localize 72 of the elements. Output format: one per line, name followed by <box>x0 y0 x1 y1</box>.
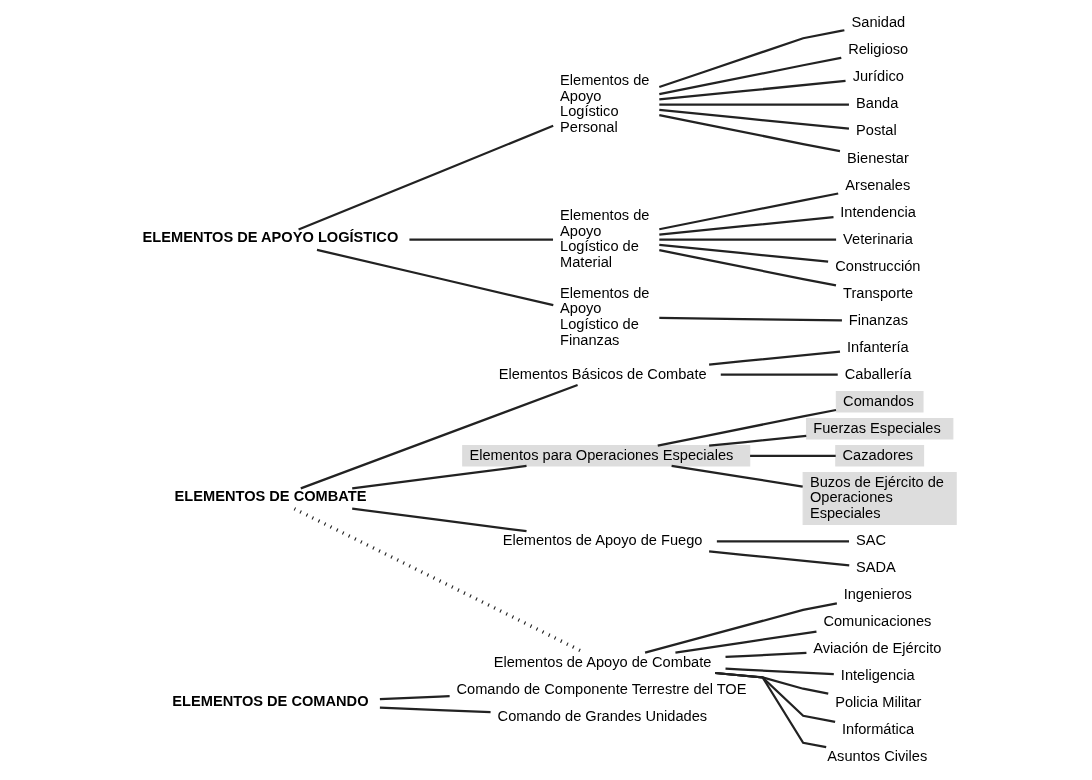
connector <box>659 316 842 321</box>
node-text: Postal <box>856 121 897 138</box>
node-text: Asuntos Civiles <box>827 747 928 764</box>
connector <box>659 103 849 106</box>
node-text: Ingenieros <box>843 585 912 602</box>
node-text: Intendencia <box>840 203 916 220</box>
connector <box>659 215 834 236</box>
node-text: ELEMENTOS DE APOYO LOGÍSTICO <box>142 228 399 245</box>
connector <box>659 243 829 263</box>
connector <box>725 651 807 658</box>
connector <box>316 248 554 306</box>
connector <box>379 706 491 713</box>
node-text: Inteligencia <box>840 666 915 683</box>
node-text: Arsenales <box>845 176 911 193</box>
connector <box>300 383 578 489</box>
node-text: Comunicaciones <box>823 612 932 629</box>
node-text: Elementos Básicos de Combate <box>498 365 707 382</box>
node-text: Elementos de Apoyo Logístico de Finanzas <box>560 284 650 348</box>
connector <box>658 28 845 88</box>
node-text: Informática <box>841 720 915 737</box>
connector <box>659 79 846 101</box>
node-text: Jurídico <box>852 67 904 84</box>
connector <box>659 248 837 287</box>
node-text: Sanidad <box>851 13 906 30</box>
node-text: SADA <box>856 558 896 575</box>
node-text: Comando de Grandes Unidades <box>497 707 708 724</box>
connector <box>720 373 838 376</box>
connector <box>659 113 841 152</box>
node-text: Elementos de Apoyo Logístico Personal <box>560 71 650 135</box>
connector <box>409 238 554 241</box>
node-text: Aviación de Ejército <box>813 639 942 656</box>
node-text: Elementos de Apoyo de Combate <box>493 653 712 670</box>
connector <box>659 56 842 95</box>
node-text: Banda <box>856 94 899 111</box>
connector <box>644 601 838 654</box>
node-text: Religioso <box>848 40 909 57</box>
connector <box>750 454 836 457</box>
node-text: Policia Militar <box>835 693 922 710</box>
node-text: Infantería <box>847 338 909 355</box>
node-text: Finanzas <box>848 311 909 328</box>
node-box: Fuerzas Especiales <box>805 417 954 439</box>
connector <box>379 694 450 700</box>
connector <box>352 464 527 489</box>
connector <box>657 408 837 447</box>
node-text: Comando de Componente Terrestre del TOE <box>456 680 747 697</box>
node-text: Transporte <box>843 284 914 301</box>
connector <box>659 191 839 230</box>
connector <box>709 434 807 447</box>
connector <box>298 124 554 231</box>
node-text: ELEMENTOS DE COMBATE <box>174 487 367 504</box>
connector <box>675 630 817 654</box>
connector <box>716 539 849 542</box>
node-text: Caballería <box>844 365 912 382</box>
connector <box>671 464 803 488</box>
node-text: Elementos de Apoyo de Fuego <box>502 531 703 548</box>
connector <box>709 349 841 366</box>
connector <box>659 108 850 130</box>
node-text: Elementos de Apoyo Logístico de Material <box>560 206 650 270</box>
node-text: Veterinaria <box>843 230 913 247</box>
node-box: Comandos <box>835 390 924 412</box>
node-box: Buzos de Ejército de Operaciones Especiales <box>802 471 957 525</box>
node-text: ELEMENTOS DE COMANDO <box>172 692 369 709</box>
connector <box>715 671 827 748</box>
connector <box>659 238 837 241</box>
connector <box>725 667 834 675</box>
node-box: Elementos para Operaciones Especiales <box>462 444 751 466</box>
node-text: Construcción <box>835 257 921 274</box>
connector <box>352 507 527 532</box>
connector <box>709 549 850 566</box>
node-text: SAC <box>856 531 887 548</box>
node-box: Cazadores <box>835 444 925 466</box>
node-text: Bienestar <box>847 149 909 165</box>
